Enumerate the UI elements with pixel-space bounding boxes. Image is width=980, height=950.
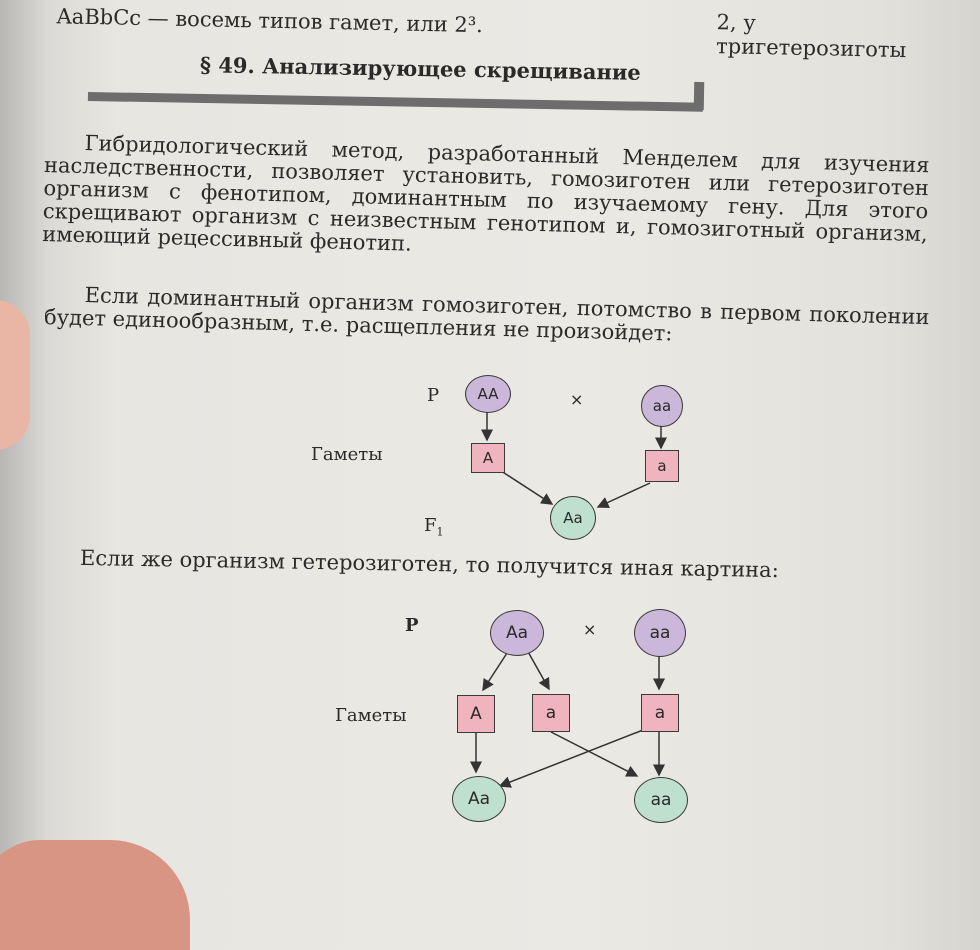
arrow-a-to-Aa — [596, 482, 651, 509]
gamete-a-2: a — [532, 694, 570, 732]
offspring-Aa-2: Aa — [452, 776, 506, 822]
parent-aa: aa — [641, 385, 683, 427]
offspring-aa: aa — [634, 777, 688, 823]
gametes-label-2: Гаметы — [335, 705, 407, 726]
parent-AA: AA — [465, 375, 511, 413]
gametes-label-1: Гаметы — [311, 444, 383, 465]
p-label-1: P — [427, 385, 440, 406]
arrow-A-to-Aa — [494, 466, 554, 505]
p-label-2: P — [405, 615, 419, 636]
f1-label: F1 — [424, 515, 444, 539]
offspring-Aa: Aa — [550, 496, 596, 540]
arrow-a-to-aa-cross — [550, 731, 639, 777]
finger-left — [0, 300, 30, 450]
gamete-a: a — [645, 450, 679, 482]
arrow-a2-to-Aa-cross — [498, 729, 644, 788]
gamete-A-2: A — [457, 695, 495, 733]
parent-aa-2: aa — [634, 609, 686, 657]
arrow-Aa-to-a — [526, 649, 550, 691]
gamete-a-3: a — [641, 694, 679, 732]
diagram1-arrows — [470, 410, 667, 788]
cross-symbol-1: × — [570, 390, 584, 409]
gamete-A: A — [471, 443, 505, 473]
cross-symbol-2: × — [583, 620, 597, 639]
f1-subscript: 1 — [436, 525, 444, 539]
arrow-Aa-to-A — [482, 649, 510, 692]
parent-Aa: Aa — [490, 610, 544, 656]
